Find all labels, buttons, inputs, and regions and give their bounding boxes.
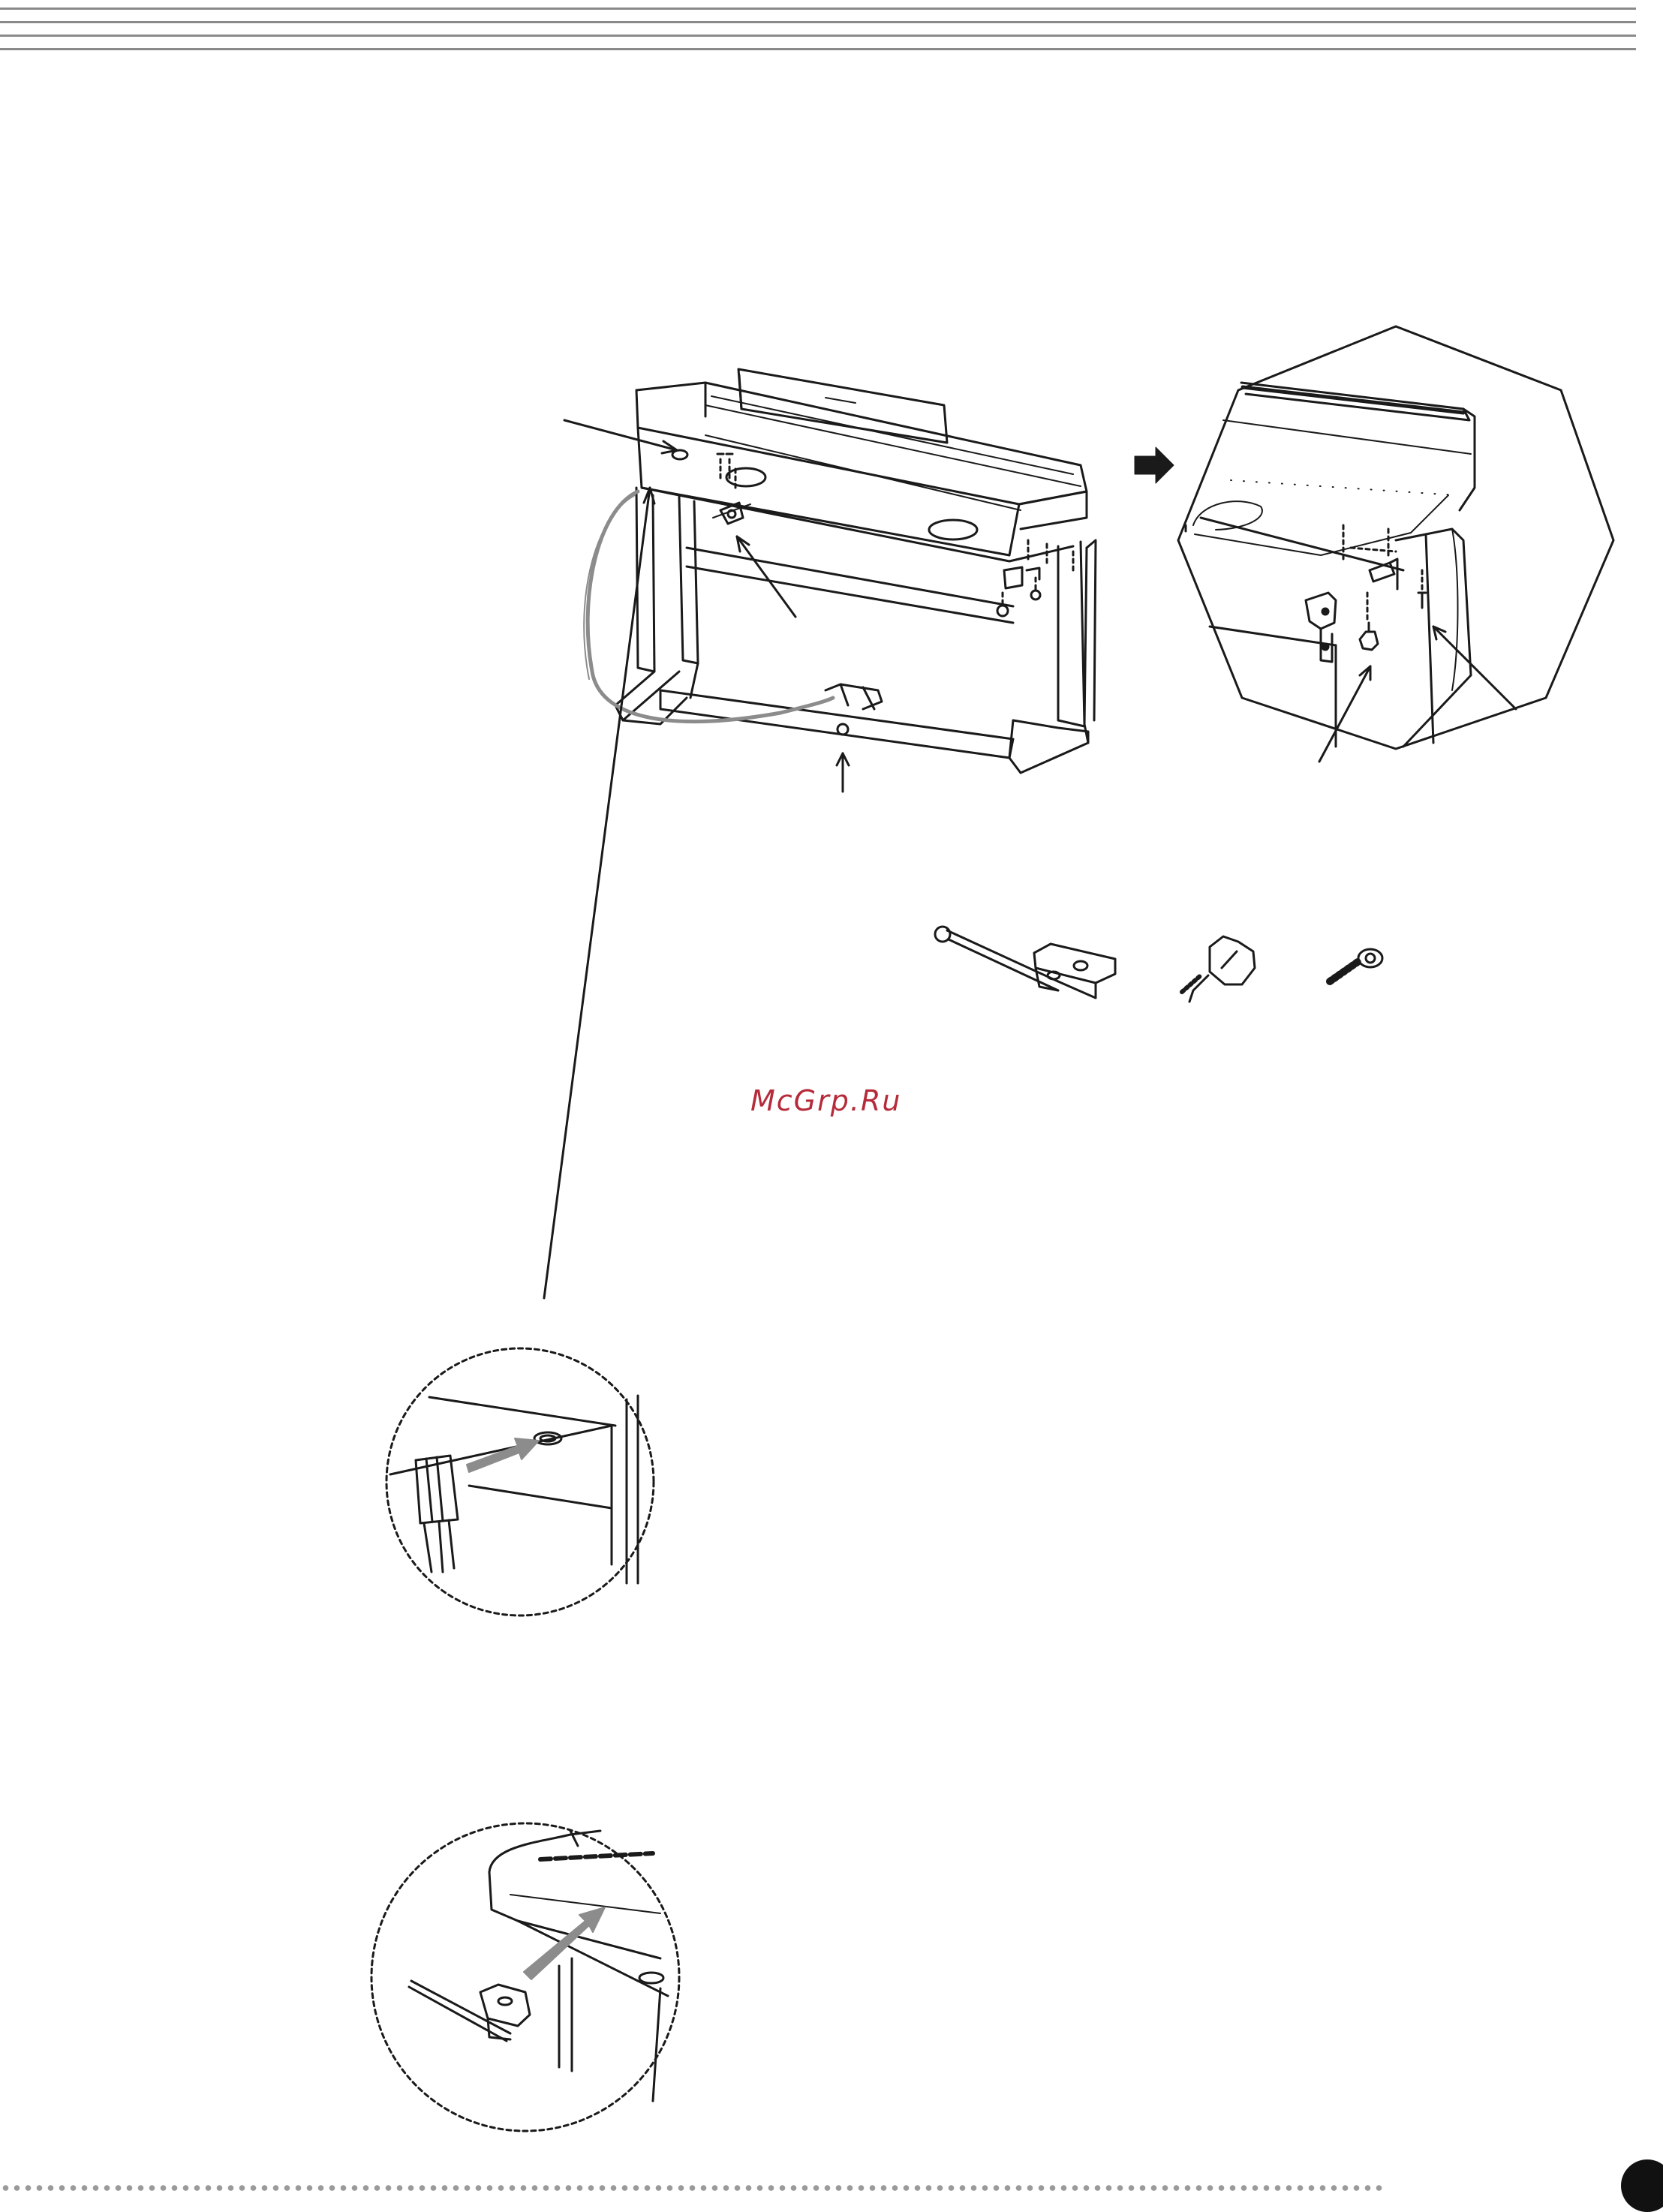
circle-detail-cable-connector — [386, 1348, 654, 1615]
parts-bracket-rod — [935, 927, 1115, 998]
hexagon-zoom-bracket-detail — [1178, 326, 1613, 762]
insert-arrow-icon — [524, 1907, 605, 1979]
footer-dotted-rule — [0, 2183, 1385, 2192]
circle-detail-bracket-insert — [371, 1823, 679, 2131]
watermark-text: McGrp.Ru — [750, 1084, 901, 1117]
next-arrow-icon — [1135, 447, 1174, 483]
piano-assembly-diagram — [544, 369, 1096, 1298]
parts-thumb-screw — [1182, 936, 1255, 1002]
parts-bolt — [1330, 949, 1382, 981]
